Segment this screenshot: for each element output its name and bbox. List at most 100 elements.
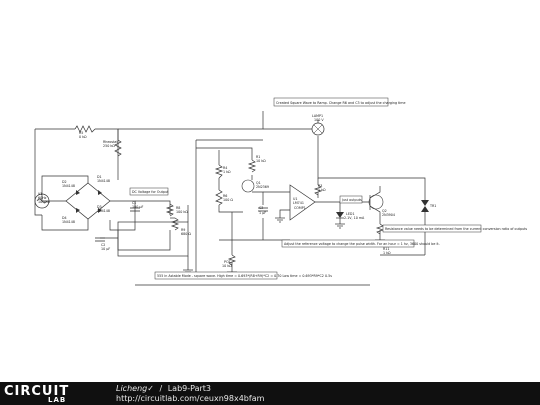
led-icon [336, 212, 344, 218]
label-r9-value: 680 Ω [181, 232, 191, 236]
note-box-resistance [382, 224, 482, 233]
label-r1-value: 10 kΩ [256, 159, 266, 163]
note-pulse-width: Adjust the reference voltage to change t… [284, 242, 440, 246]
circuitlab-logo[interactable]: CIRCUIT LAB [4, 384, 86, 404]
wire [135, 200, 171, 215]
label-u1-value: LM741 [293, 201, 304, 205]
label-r9-name: R9 [181, 228, 185, 232]
label-c3-value: 1 µF [259, 211, 266, 215]
ground-icon [335, 223, 345, 229]
label-lamp1-name: LAMP1 [312, 114, 323, 118]
label-r3-value: 1 kΩ [318, 188, 326, 192]
note-box-just-outputs [339, 195, 363, 204]
label-r4-name: R4 [223, 166, 227, 170]
wire [252, 191, 264, 205]
wire [41, 175, 89, 188]
label-q2-name: Q2 [382, 209, 387, 213]
label-r4-value: 1 kΩ [223, 170, 231, 174]
note-just-outputs: Just outputs [341, 198, 362, 202]
logo-text: CIRCUIT [4, 384, 70, 399]
schematic-canvas: Created Square Wave to Ramp. Change R6 a… [34, 97, 527, 286]
diode-icon [98, 208, 102, 213]
diode-icon [76, 208, 80, 213]
label-r11-value: 1 kΩ [383, 251, 391, 255]
label-r3-name: R3 [318, 184, 322, 188]
triac-icon [421, 200, 429, 206]
bridge-rectifier [65, 182, 111, 220]
resistor-r5 [74, 125, 96, 133]
label-q1-name: Q1 [256, 181, 261, 185]
label-q1-value: 2N2369 [256, 185, 269, 189]
label-led1-name: LED1 [346, 212, 355, 216]
logo-subtext: LAB [48, 396, 67, 404]
label-d1-name: D1 [97, 175, 102, 179]
author-name[interactable]: Licheng✓ [116, 384, 154, 393]
wire [34, 129, 42, 216]
label-d3-name: D3 [97, 205, 102, 209]
timer-555 [117, 221, 189, 257]
diode-icon [76, 190, 80, 195]
rheostat-resistor [114, 139, 122, 157]
transistor-q1-icon [241, 179, 255, 193]
wire [218, 205, 243, 213]
label-r1-name: R1 [256, 155, 260, 159]
resistor-r6 [215, 189, 223, 206]
wire [196, 147, 253, 160]
sine-icon [36, 198, 48, 204]
label-d2-name: D2 [62, 180, 67, 184]
label-rheostat-value: 250 kΩ [103, 144, 115, 148]
ac-source-icon [34, 193, 50, 209]
label-q2-value: 2N3904 [382, 213, 395, 217]
project-info: Licheng✓ / Lab9-Part3 http://circuitlab.… [116, 384, 264, 404]
note-box-astable [154, 271, 278, 280]
label-lamp1-value: 100 V [314, 118, 324, 122]
label-comp1-name: COMP1 [294, 206, 306, 210]
note-astable: 555 in Astable Mode - square wave. High … [157, 274, 332, 278]
label-pot-value: 10 kΩ [222, 264, 232, 268]
label-c2-name: C2 [101, 243, 105, 247]
label-r6-name: R6 [223, 194, 227, 198]
label-u1-name: U1 [293, 197, 298, 201]
wire [279, 209, 290, 218]
resistor-r9 [170, 217, 180, 231]
comparator-symbol [289, 184, 316, 221]
label-d1-value: 1N4148 [97, 179, 110, 183]
transistor-q2-icon [368, 194, 384, 210]
label-led1-value: 2.1V, 10 mA [344, 216, 365, 220]
label-d4-name: D4 [62, 216, 67, 220]
label-c2-value: 10 µF [101, 247, 110, 251]
label-c1-name: C1 [132, 201, 136, 205]
note-box-dc-voltage [129, 187, 169, 196]
note-square-wave: Created Square Wave to Ramp. Change R6 a… [276, 101, 406, 105]
label-d2-value: 1N4148 [62, 184, 75, 188]
label-pot-name: POT [224, 260, 232, 264]
wire [369, 205, 381, 224]
note-box-square-wave [273, 97, 389, 107]
label-c3-name: C3 [259, 206, 263, 210]
resistor-r8 [165, 203, 175, 217]
label-tr1-name: TR1 [429, 204, 436, 208]
diode-icon [98, 190, 102, 195]
label-r5-name: R5 [79, 131, 83, 135]
project-url[interactable]: http://circuitlab.com/ceuxn98x4bfam [116, 394, 265, 403]
wire [95, 128, 119, 140]
label-v1-freq: 60Hz [38, 196, 47, 200]
wire [109, 200, 136, 231]
ground-icon [275, 217, 285, 223]
label-v1-name: V1 [38, 192, 42, 196]
separator: / [159, 384, 163, 393]
resistor-r11 [375, 223, 385, 235]
wire [117, 230, 171, 251]
label-rheostat-name: Rheostat [103, 140, 118, 144]
label-d4-value: 1N4148 [62, 220, 75, 224]
wire [41, 215, 89, 231]
label-c1-value: 100 µF [132, 205, 143, 209]
wire [317, 136, 426, 200]
note-box-pulse-width [281, 239, 415, 248]
resistor-r4 [214, 164, 224, 179]
label-d3-value: 1N4148 [97, 209, 110, 213]
resistor-r1 [247, 159, 257, 173]
note-resistance: Resistance value needs to be determined … [385, 227, 527, 231]
project-title[interactable]: Lab9-Part3 [167, 384, 212, 393]
wire [369, 186, 381, 199]
